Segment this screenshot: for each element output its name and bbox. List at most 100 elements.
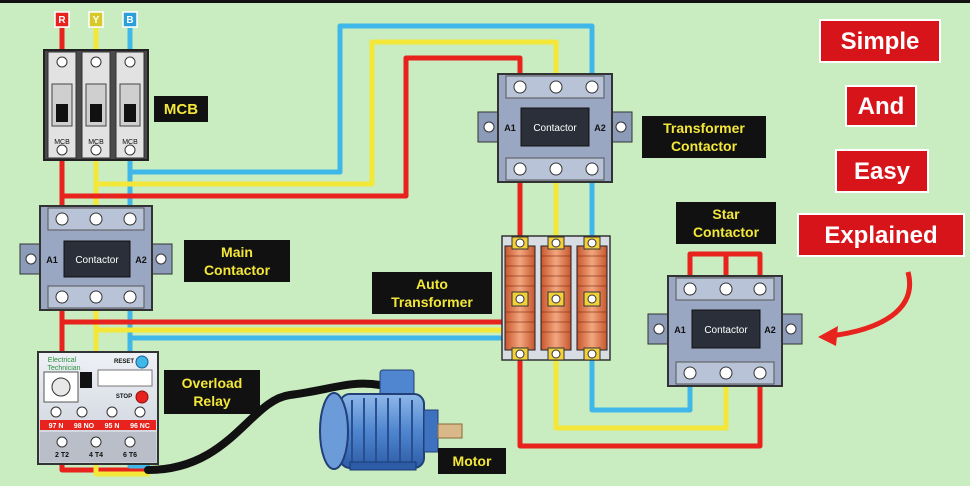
mcb-pole: MCB (81, 51, 111, 159)
screw-icon (549, 162, 563, 176)
mcb-breaker[interactable]: MCB MCB MCB (43, 49, 149, 161)
transformer-contactor-label-1: Transformer (663, 120, 745, 136)
phase-tags: R Y B (54, 11, 138, 28)
arrow-head (818, 326, 838, 346)
motor-label-box: Motor (438, 448, 506, 474)
mcb-pole-label: MCB (54, 139, 70, 146)
screw-icon (25, 253, 37, 265)
screw-icon (785, 323, 797, 335)
mcb-pole: MCB (47, 51, 77, 159)
wire-olr-motor-y (93, 462, 150, 477)
phase-r-label: R (58, 15, 66, 26)
screw-icon (585, 80, 599, 94)
star-contactor-label-box: Star Contactor (676, 202, 776, 244)
screw-icon (56, 56, 68, 68)
screw-icon (719, 366, 733, 380)
screw-icon (513, 80, 527, 94)
stop-label: STOP (116, 394, 132, 400)
mcb-label-box: MCB (154, 96, 208, 122)
main-a1-label: A1 (46, 255, 58, 265)
motor-label: Motor (453, 453, 492, 469)
main-contactor-label-2: Contactor (204, 262, 271, 278)
transformer-terminals (511, 236, 601, 361)
screw-icon (683, 366, 697, 380)
screw-icon (653, 323, 665, 335)
motor-end-cap (319, 392, 349, 470)
screw-icon (753, 282, 767, 296)
aux-terminal-label: 97 N (49, 423, 64, 430)
relay-brand-1: Electrical (48, 357, 77, 364)
screw-icon (683, 282, 697, 296)
screw-icon (719, 282, 733, 296)
motor-base (349, 461, 417, 471)
screw-icon (549, 80, 563, 94)
auto-transformer-label-box: Auto Transformer (372, 272, 492, 314)
transformer-a2-label: A2 (594, 123, 606, 133)
overload-relay-label-box: Overload Relay (164, 370, 260, 414)
screw-icon (483, 121, 495, 133)
wire-at-star-r (517, 356, 763, 449)
screw-icon (90, 56, 102, 68)
stop-button[interactable] (135, 390, 149, 404)
main-contactor-label-box: Main Contactor (184, 240, 290, 282)
dial-knob-icon[interactable] (51, 377, 71, 397)
star-contactor-label-1: Star (712, 206, 740, 222)
transformer-contactor-label-2: Contactor (671, 138, 738, 154)
motor[interactable] (319, 369, 463, 471)
main-contactor-name: Contactor (75, 255, 119, 266)
screw-icon (55, 212, 69, 226)
aux-terminal-label: 95 N (105, 423, 120, 430)
auto-transformer[interactable] (501, 235, 611, 361)
main-contactor[interactable]: Contactor A1 A2 (19, 205, 173, 311)
mcb-pole: MCB (115, 51, 145, 159)
transformer-contactor-label-box: Transformer Contactor (642, 116, 766, 158)
overload-relay[interactable]: Electrical Technician RESET STOP 97 N 98… (37, 351, 159, 465)
wire-mcb-tc-r (62, 55, 523, 199)
screw-icon (615, 121, 627, 133)
screw-icon (89, 290, 103, 304)
aux-terminal-label: 96 NC (130, 423, 150, 430)
screw-icon (155, 253, 167, 265)
transformer-contactor[interactable]: Contactor A1 A2 (477, 73, 633, 183)
reset-label: RESET (114, 359, 134, 365)
screw-icon (56, 436, 68, 448)
motor-flange (423, 409, 439, 453)
mcb-pole-label: MCB (88, 139, 104, 146)
transformer-contactor-name: Contactor (533, 123, 577, 134)
out-terminal-label: 4 T4 (89, 452, 103, 459)
wire-at-star-b (589, 356, 693, 413)
star-contactor-label-2: Contactor (693, 224, 760, 240)
wire-mcb-tc-b (130, 23, 595, 175)
motor-cable (144, 379, 384, 474)
relay-window (97, 369, 153, 387)
main-contactor-label-1: Main (221, 244, 253, 260)
screw-icon (90, 436, 102, 448)
transformer-a1-label: A1 (504, 123, 516, 133)
reset-button[interactable] (135, 355, 149, 369)
screw-icon (90, 144, 102, 156)
main-a2-label: A2 (135, 255, 147, 265)
wire-at-star-y (553, 356, 729, 431)
title-words: Simple And Easy Explained (797, 19, 965, 257)
auto-transformer-label-2: Transformer (391, 294, 473, 310)
aux-terminal-label: 98 NO (74, 423, 95, 430)
out-terminal-label: 6 T6 (123, 452, 137, 459)
title-word-simple: Simple (841, 28, 920, 55)
overload-relay-label-1: Overload (182, 375, 243, 391)
star-contactor[interactable]: Contactor A1 A2 (647, 275, 803, 387)
mcb-pole-label: MCB (122, 139, 138, 146)
screw-icon (124, 56, 136, 68)
screw-icon (124, 144, 136, 156)
screw-icon (124, 436, 136, 448)
overload-relay-label-2: Relay (193, 393, 231, 409)
mcb-label: MCB (164, 101, 198, 118)
title-word-explained: Explained (824, 222, 937, 249)
screw-icon (123, 290, 137, 304)
screw-icon (55, 290, 69, 304)
title-word-and: And (858, 93, 905, 120)
star-contactor-name: Contactor (704, 325, 748, 336)
out-terminal-label: 2 T2 (55, 452, 69, 459)
screw-icon (513, 162, 527, 176)
auto-transformer-label-1: Auto (416, 276, 448, 292)
